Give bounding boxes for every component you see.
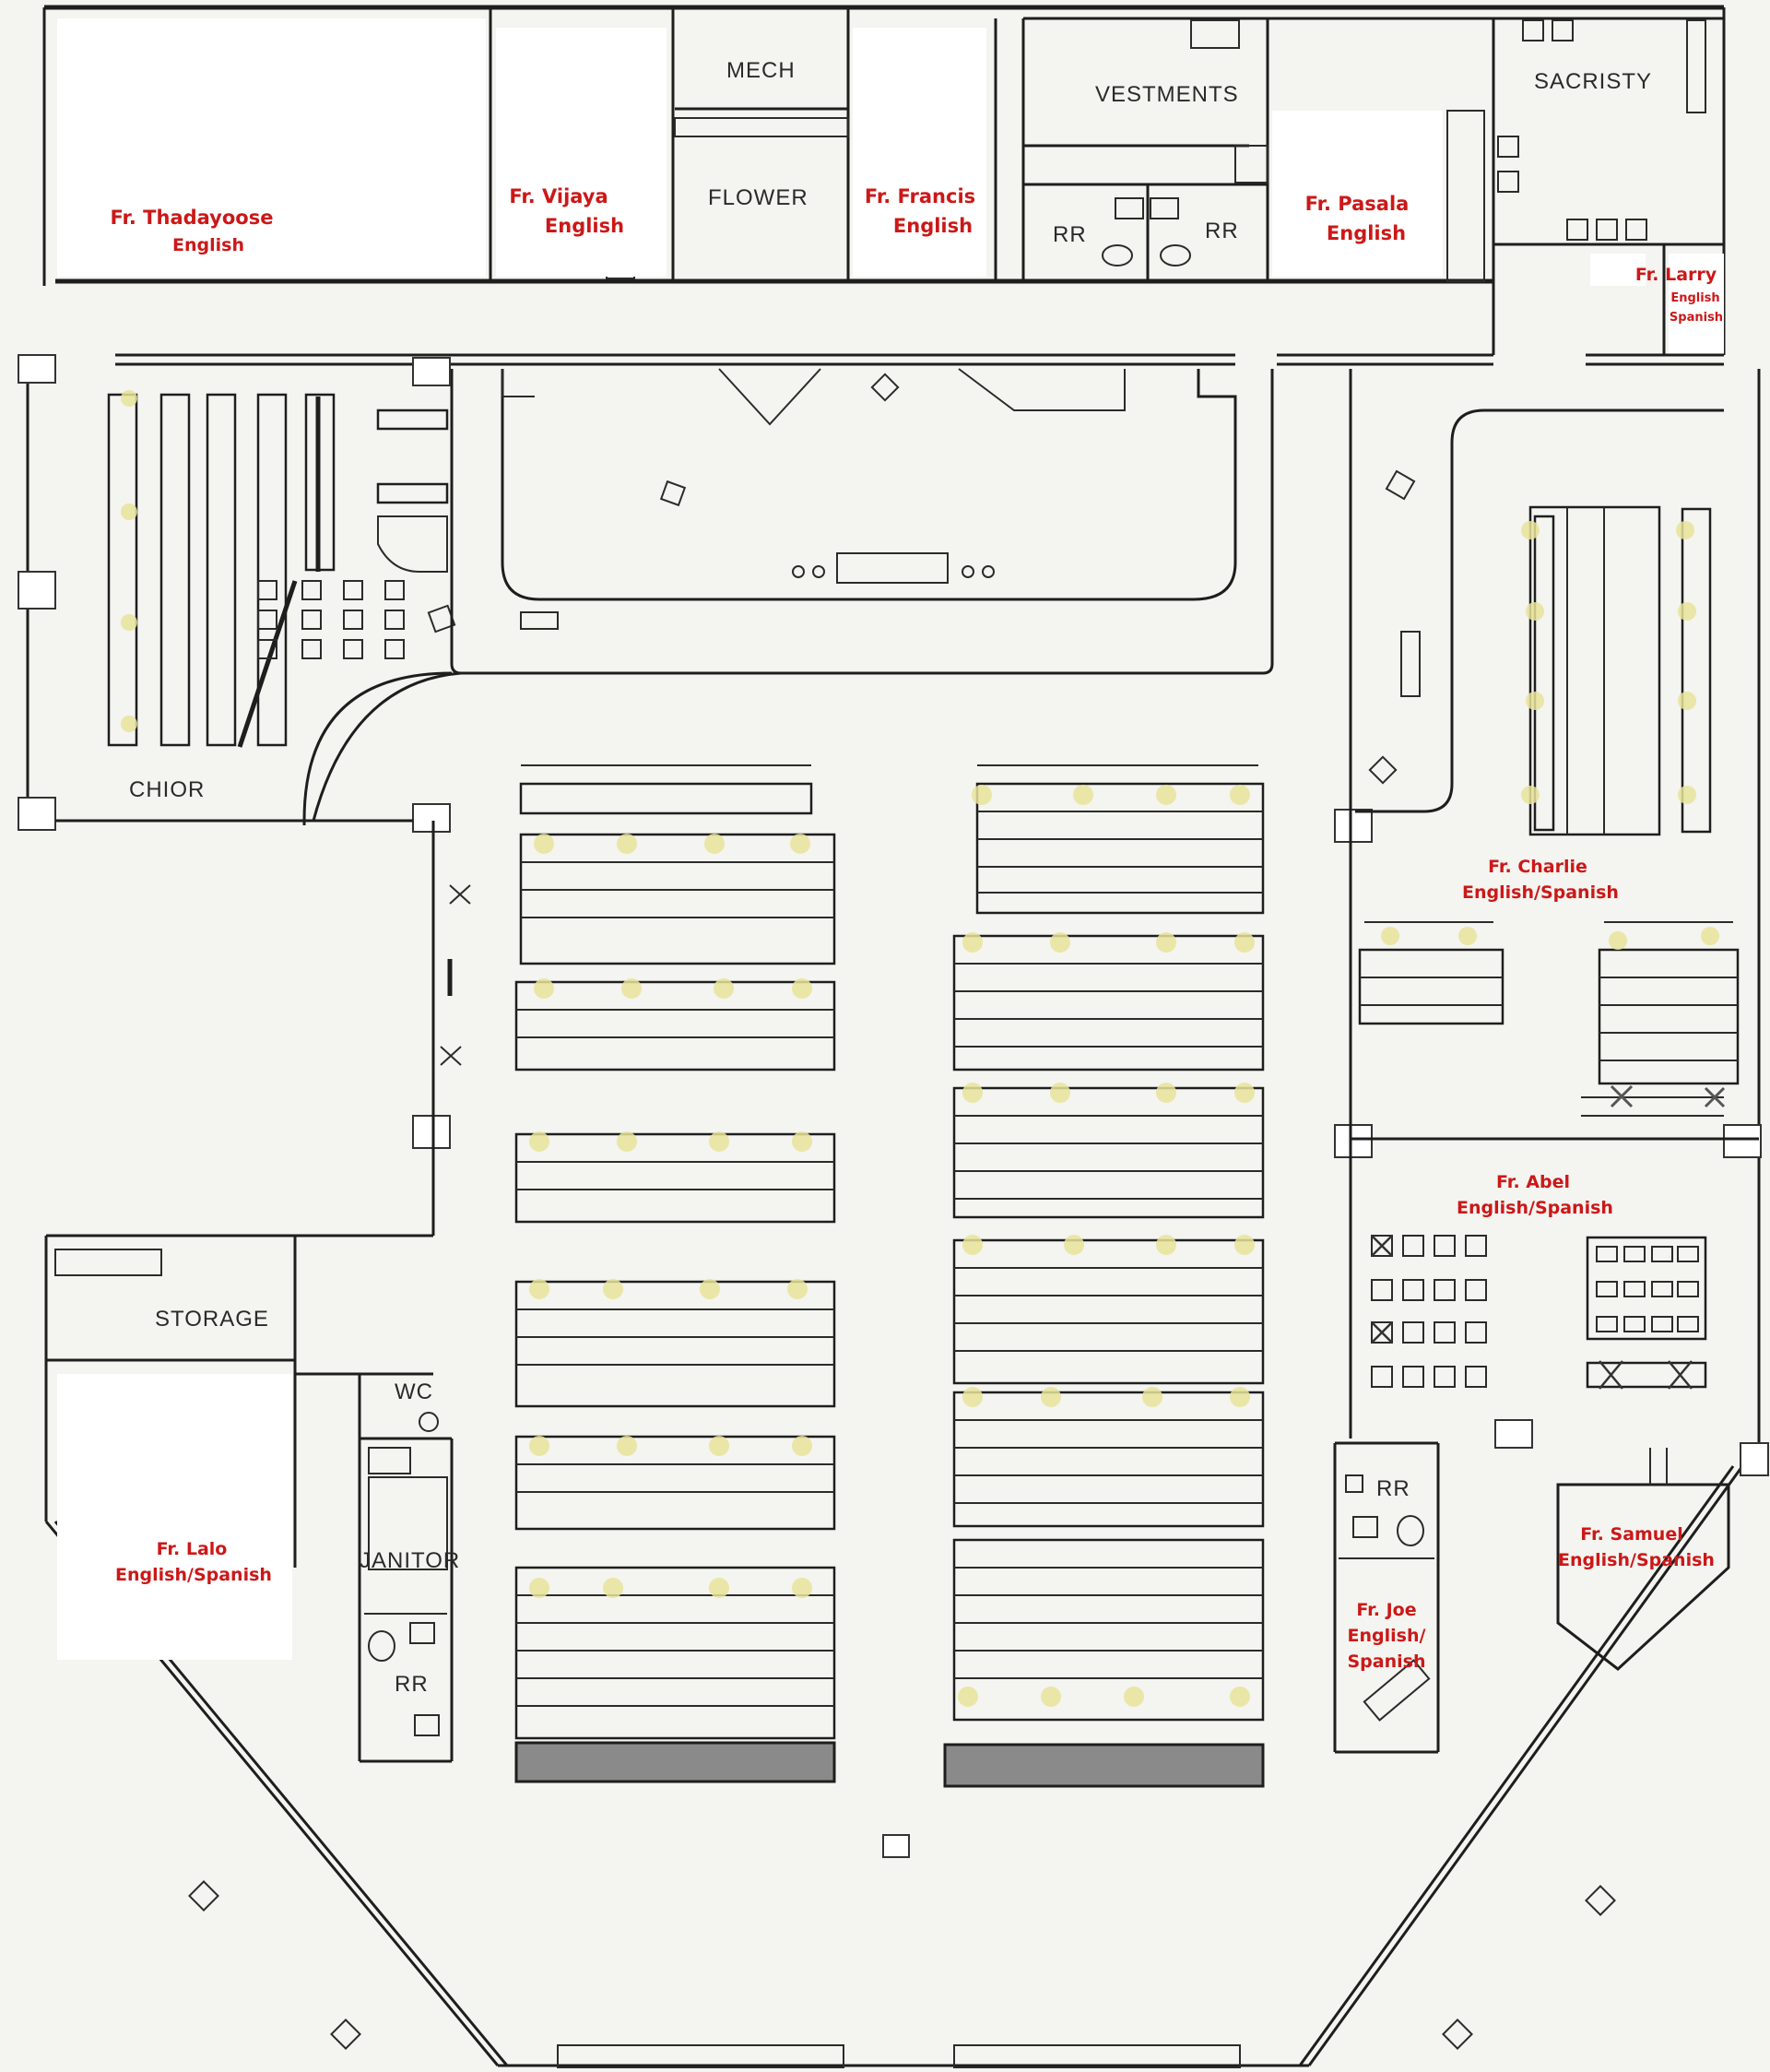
nave-pews-left xyxy=(514,764,836,1783)
priest-francis-name: Fr. Francis xyxy=(865,185,975,207)
outer-walls xyxy=(18,354,1769,2067)
label-flower: FLOWER xyxy=(708,185,808,210)
priest-francis-lang: English xyxy=(893,215,973,237)
right-wing xyxy=(1333,369,1759,1754)
priest-thadayoose-lang: English xyxy=(172,235,244,255)
choir-area xyxy=(55,390,456,823)
priest-abel-name: Fr. Abel xyxy=(1496,1172,1570,1192)
priest-samuel-name: Fr. Samuel xyxy=(1580,1524,1683,1545)
sanctuary xyxy=(302,357,1274,825)
priest-vijaya-lang: English xyxy=(545,215,624,237)
label-vestments: VESTMENTS xyxy=(1095,82,1239,107)
priest-abel-lang: English/Spanish xyxy=(1457,1198,1613,1218)
abel-chairs xyxy=(1371,1235,1707,1390)
top-offices xyxy=(42,5,1726,355)
priest-labels: Fr. Thadayoose English Fr. Vijaya Englis… xyxy=(111,185,1724,1672)
priest-thadayoose-name: Fr. Thadayoose xyxy=(111,207,274,229)
priest-joe-lang2: Spanish xyxy=(1348,1652,1426,1672)
label-choir: CHIOR xyxy=(129,777,205,802)
label-rr-janitor: RR xyxy=(395,1672,429,1697)
label-mech: MECH xyxy=(726,58,796,83)
priest-pasala-lang: English xyxy=(1327,222,1406,244)
nave-pews-right xyxy=(943,764,1265,1788)
label-wc: WC xyxy=(395,1379,433,1404)
entrance xyxy=(188,1834,1616,2068)
priest-lalo-lang: English/Spanish xyxy=(115,1565,272,1585)
label-storage: STORAGE xyxy=(155,1307,269,1332)
corridor xyxy=(115,353,1724,366)
priest-lalo-name: Fr. Lalo xyxy=(157,1539,228,1559)
room-labels: MECH FLOWER VESTMENTS SACRISTY RR RR CHI… xyxy=(129,58,1652,1697)
label-rr-joe: RR xyxy=(1376,1476,1410,1501)
lower-left-rooms xyxy=(46,1236,454,1763)
priest-charlie-lang: English/Spanish xyxy=(1462,882,1619,903)
priest-charlie-name: Fr. Charlie xyxy=(1488,857,1587,877)
label-rr-left: RR xyxy=(1053,222,1087,247)
priest-joe-name: Fr. Joe xyxy=(1356,1600,1416,1620)
priest-pasala-name: Fr. Pasala xyxy=(1305,193,1410,215)
label-sacristy: SACRISTY xyxy=(1534,69,1652,94)
left-passage xyxy=(295,819,471,1236)
priest-larry-lang2: Spanish xyxy=(1670,311,1723,325)
label-rr-right: RR xyxy=(1205,219,1239,243)
priest-joe-lang1: English/ xyxy=(1348,1626,1426,1646)
label-janitor: JANITOR xyxy=(360,1548,460,1573)
priest-larry-lang1: English xyxy=(1670,291,1719,305)
priest-vijaya-name: Fr. Vijaya xyxy=(509,185,608,207)
priest-larry-name: Fr. Larry xyxy=(1635,265,1717,285)
seat-markers xyxy=(529,785,1255,1707)
choir-chairs xyxy=(257,580,456,659)
priest-samuel-lang: English/Spanish xyxy=(1558,1550,1715,1570)
